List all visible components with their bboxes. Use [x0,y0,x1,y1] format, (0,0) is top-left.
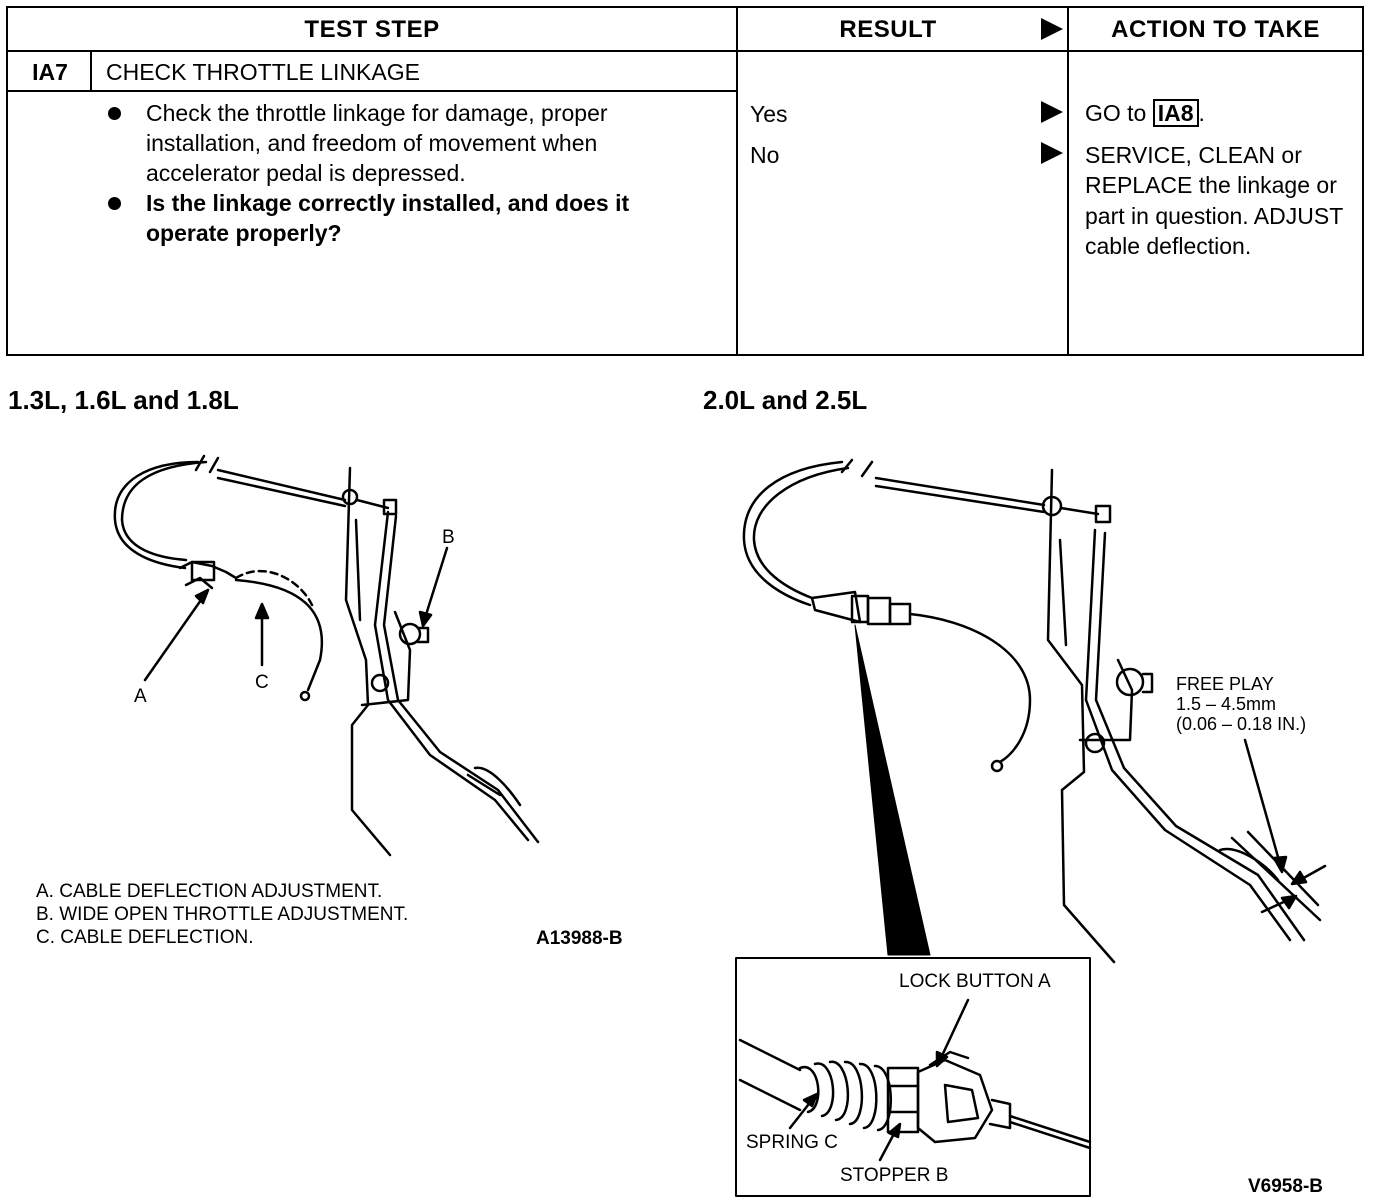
legend-item-a: A. CABLE DEFLECTION ADJUSTMENT. [36,881,383,902]
step-reference-ia8[interactable]: IA8 [1152,99,1199,127]
left-linkage-drawing [113,454,540,857]
column-divider [736,8,738,354]
arrow-right-icon [1041,18,1063,40]
bullet-icon [108,197,121,210]
instruction-item: Check the throttle linkage for damage, p… [104,98,704,188]
callout-b: B [442,527,455,548]
free-play-label: FREE PLAY 1.5 – 4.5mm (0.06 – 0.18 IN.) [1176,674,1306,734]
action-yes-suffix: . [1198,100,1205,126]
callout-a: A [134,686,147,707]
action-no-text: SERVICE, CLEAN or REPLACE the linkage or… [1085,141,1337,229]
callout-c: C [255,672,269,693]
step-title-divider [8,90,736,92]
inset-lock-button-label: LOCK BUTTON A [899,971,1051,992]
figure-right-id: V6958-B [1248,1176,1323,1197]
action-yes: GO to IA8. [1085,98,1355,129]
inset-stopper-label: STOPPER B [840,1165,949,1186]
header-action: ACTION TO TAKE [1111,16,1320,43]
question-text: Is the linkage correctly installed, and … [146,190,630,246]
test-step-table: TEST STEP RESULT ACTION TO TAKE IA7 CHEC… [6,6,1364,356]
actions: GO to IA8. SERVICE, CLEAN or REPLACE the… [1085,98,1355,262]
arrow-right-icon [1041,101,1063,123]
action-no-text-2: ADJUST cable deflection. [1085,202,1343,260]
figure-right-title: 2.0L and 2.5L [703,385,868,415]
inset-spring-label: SPRING C [746,1132,838,1153]
figure-legend: A. CABLE DEFLECTION ADJUSTMENT. B. WIDE … [36,880,408,949]
question-item: Is the linkage correctly installed, and … [104,188,704,248]
step-id: IA7 [32,58,68,85]
figure-left-id: A13988-B [536,928,623,949]
step-instructions: Check the throttle linkage for damage, p… [104,98,704,248]
action-yes-prefix: GO to [1085,100,1147,126]
action-no: SERVICE, CLEAN or REPLACE the linkage or… [1085,140,1355,262]
header-result: RESULT [839,16,937,43]
column-divider [1067,8,1069,354]
legend-item-c: C. CABLE DEFLECTION. [36,927,254,948]
step-id-divider [90,50,92,90]
free-play-title: FREE PLAY [1176,674,1274,694]
header-divider [8,50,1362,52]
legend-item-b: B. WIDE OPEN THROTTLE ADJUSTMENT. [36,904,409,925]
instruction-text: Check the throttle linkage for damage, p… [146,100,608,186]
figure-left-title: 1.3L, 1.6L and 1.8L [8,385,239,415]
header-test-step: TEST STEP [304,16,440,43]
result-no: No [750,142,780,168]
arrow-right-icon [1041,142,1063,164]
step-title: CHECK THROTTLE LINKAGE [106,58,420,85]
free-play-in: (0.06 – 0.18 IN.) [1176,714,1307,734]
inset-detail-drawing [735,957,1092,1197]
bullet-icon [108,107,121,120]
right-linkage-drawing [742,458,1327,964]
free-play-mm: 1.5 – 4.5mm [1176,694,1277,714]
result-yes: Yes [750,101,788,127]
